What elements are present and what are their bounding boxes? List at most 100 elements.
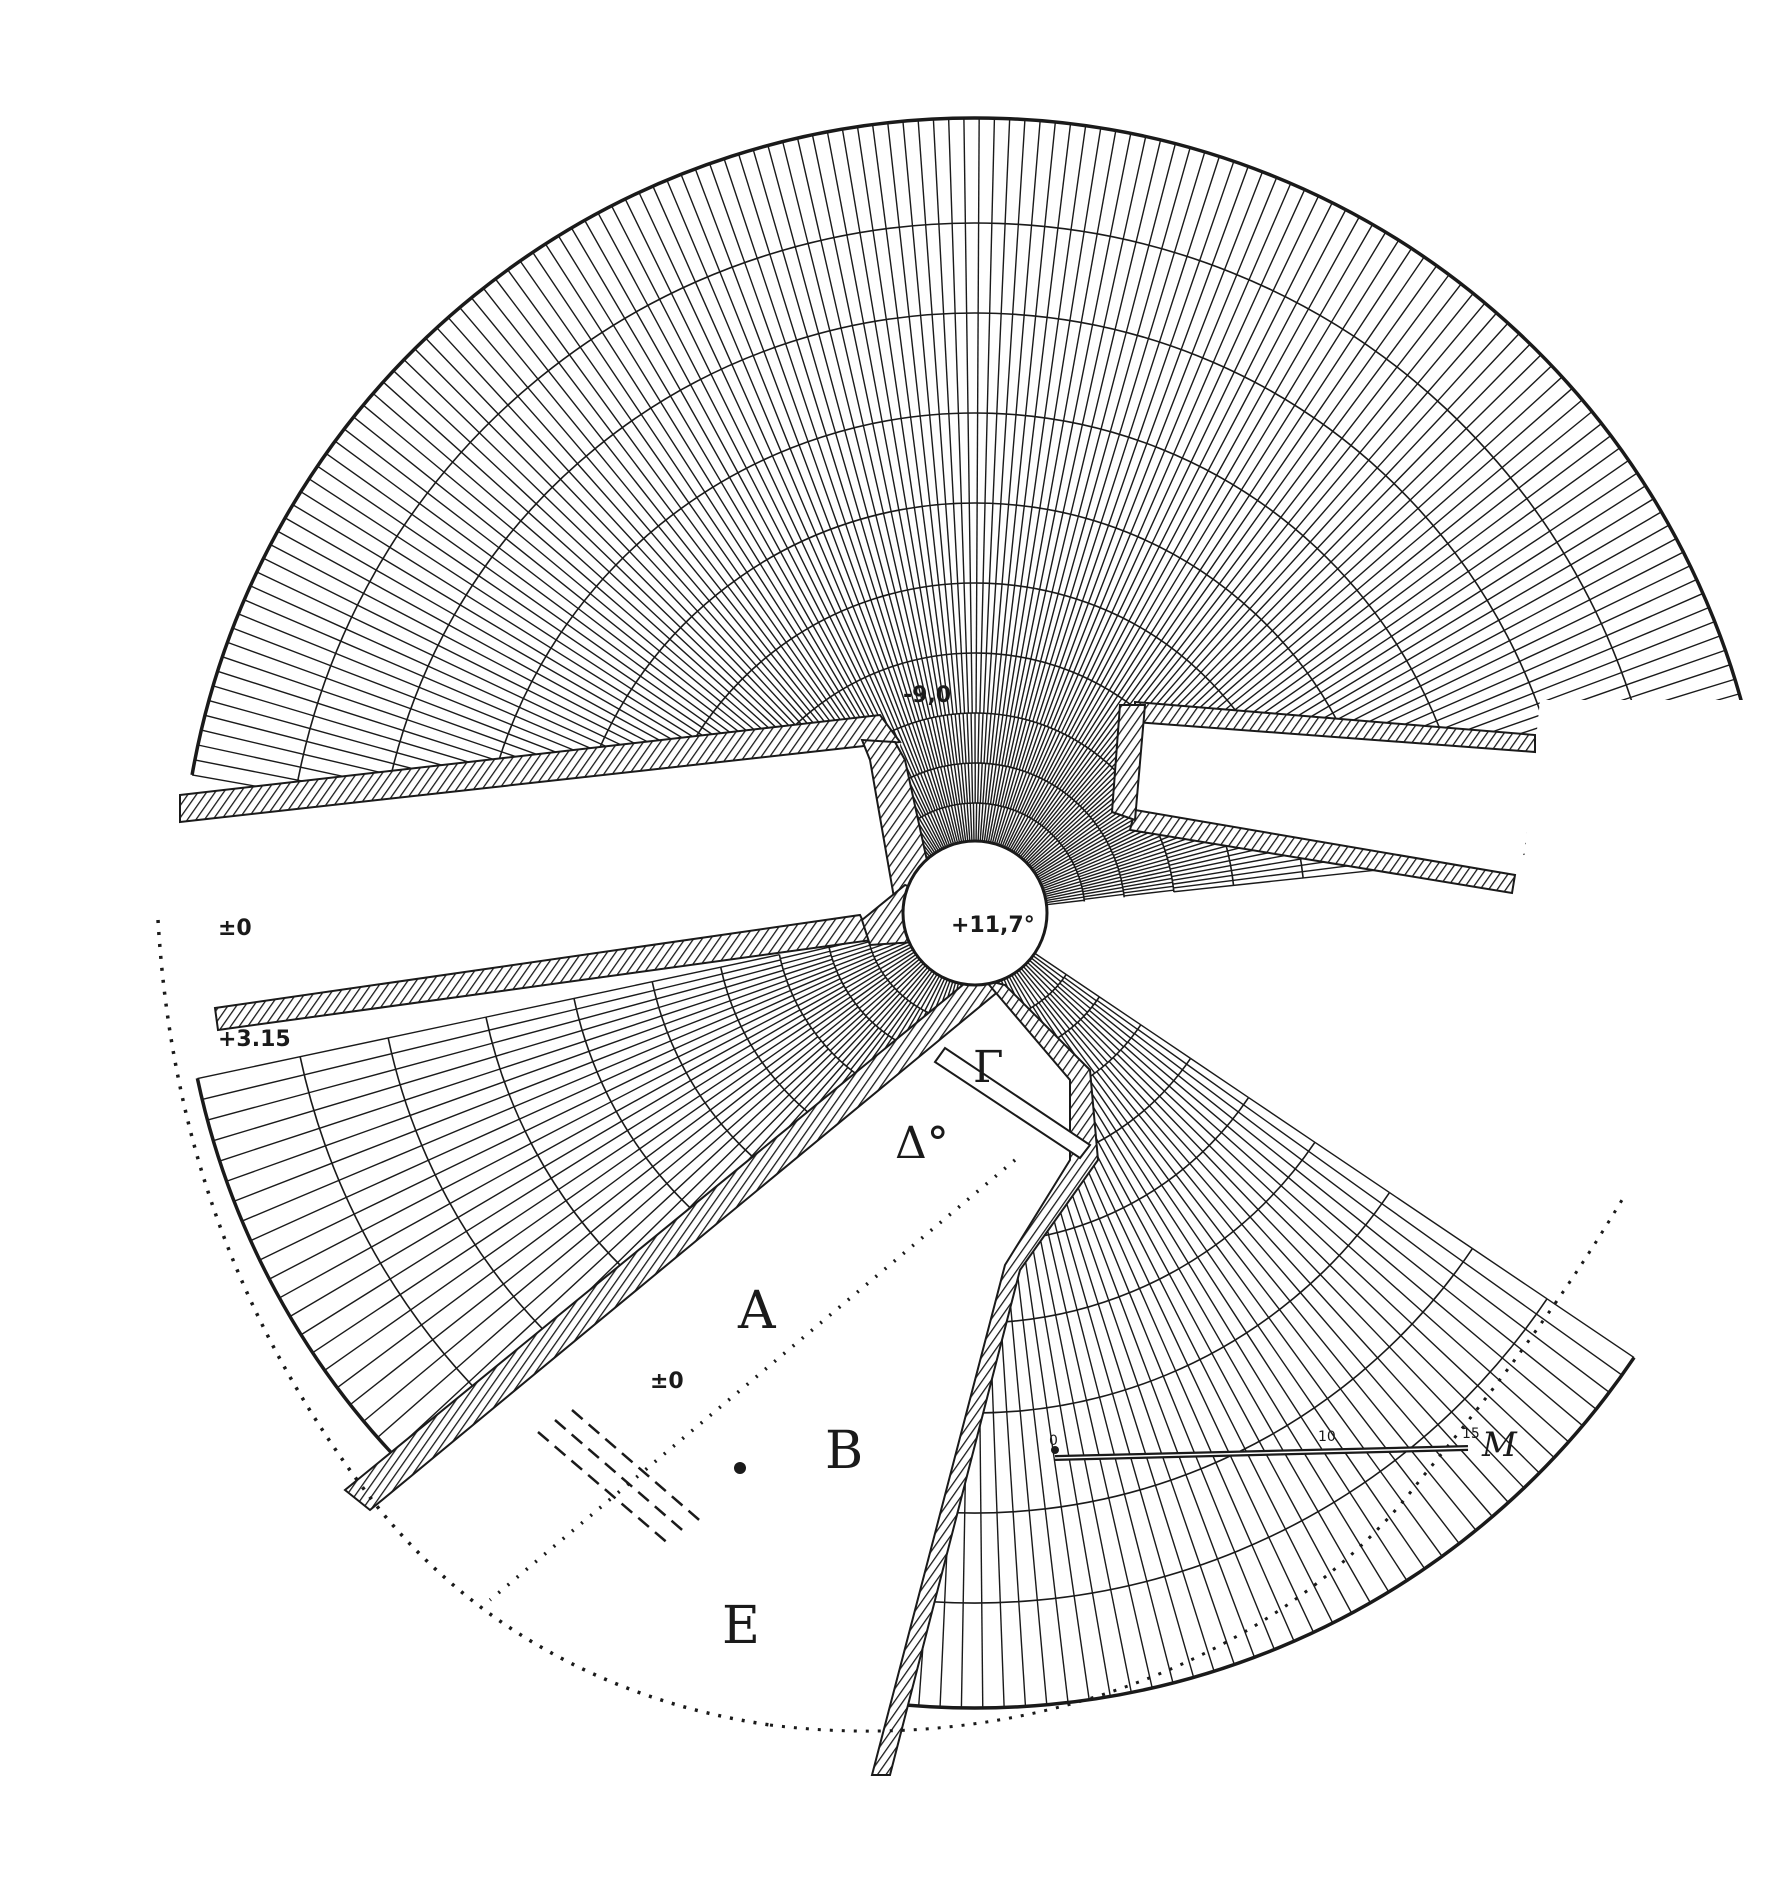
seat-divider <box>1503 587 1584 632</box>
seat-divider <box>1091 236 1111 325</box>
seat-divider <box>622 701 693 745</box>
seat-divider <box>882 951 915 974</box>
seat-divider <box>929 812 947 848</box>
seat-divider <box>555 639 632 690</box>
seat-divider <box>1118 854 1167 871</box>
seat-divider <box>795 339 827 436</box>
seat-divider <box>1396 283 1462 368</box>
seat-divider <box>624 198 673 294</box>
seat-divider <box>1232 864 1302 877</box>
seat-divider <box>1415 629 1505 679</box>
seat-divider <box>590 339 642 415</box>
seat-divider <box>1018 1601 1027 1707</box>
seat-divider <box>1076 1309 1101 1398</box>
seat-divider <box>1411 1323 1479 1387</box>
seat-divider <box>1012 719 1028 769</box>
seat-divider <box>1043 880 1081 894</box>
seat-divider <box>515 715 599 753</box>
seat-divider <box>1453 1274 1526 1330</box>
seat-divider <box>1087 527 1117 604</box>
seat-divider <box>1216 1558 1256 1658</box>
seat-divider <box>1406 292 1474 376</box>
seat-divider <box>649 662 714 713</box>
seat-divider <box>1051 514 1072 593</box>
seat-divider <box>1432 671 1525 713</box>
seat-divider <box>1002 655 1012 716</box>
seat-divider <box>798 444 832 530</box>
seat-divider <box>723 964 783 982</box>
seat-divider <box>1111 539 1146 614</box>
seat-divider <box>919 720 935 769</box>
seat-divider <box>781 950 831 965</box>
seat-divider <box>790 970 837 992</box>
seat-divider <box>1326 1398 1381 1472</box>
seat-divider <box>950 654 958 714</box>
seat-divider <box>1056 985 1088 1013</box>
seat-divider <box>785 641 827 701</box>
seat-divider <box>1054 1314 1075 1404</box>
seat-divider <box>941 807 955 845</box>
seat-divider <box>832 948 872 963</box>
seat-divider <box>1046 420 1065 510</box>
seat-divider <box>876 597 899 665</box>
seat-divider <box>1350 516 1427 584</box>
seat-divider <box>423 675 516 717</box>
seat-divider <box>1260 554 1325 621</box>
seat-divider <box>1287 589 1358 649</box>
seat-divider <box>999 766 1011 807</box>
seat-divider <box>921 816 941 851</box>
seat-divider <box>788 966 836 986</box>
seat-divider <box>380 1216 459 1264</box>
seat-divider <box>503 1221 583 1285</box>
seat-divider <box>885 228 899 319</box>
seat-divider <box>744 262 776 348</box>
seat-divider <box>953 804 963 843</box>
seat-divider <box>841 1024 876 1063</box>
seat-divider <box>1182 1168 1234 1232</box>
seat-divider <box>1424 650 1516 696</box>
seat-divider <box>1075 522 1102 600</box>
seat-divider <box>1136 248 1163 336</box>
seat-divider <box>197 1056 301 1080</box>
seat-divider <box>1195 1157 1251 1218</box>
seat-divider <box>1240 404 1296 491</box>
seat-divider <box>1245 1332 1302 1418</box>
seat-divider <box>954 713 961 764</box>
seat-divider <box>1589 551 1684 601</box>
seat-divider <box>1243 535 1304 605</box>
seat-divider <box>1138 1114 1184 1170</box>
seat-divider <box>931 585 943 656</box>
seat-divider <box>924 976 943 1012</box>
seat-divider <box>1028 782 1050 818</box>
seat-divider <box>474 1188 559 1246</box>
seat-divider <box>667 1006 733 1034</box>
seat-divider <box>1272 1433 1319 1512</box>
seat-divider <box>921 658 935 718</box>
seat-divider <box>669 395 722 483</box>
seat-divider <box>1044 1316 1061 1406</box>
seat-divider <box>925 586 938 656</box>
seat-divider <box>1043 877 1080 892</box>
seat-divider <box>1454 498 1528 554</box>
seat-divider <box>858 982 891 1009</box>
seat-divider <box>1094 1003 1135 1035</box>
seat-divider <box>1077 1021 1113 1060</box>
seat-divider <box>1125 643 1168 702</box>
seat-divider <box>1391 580 1476 637</box>
seat-divider <box>362 1188 443 1232</box>
seat-divider <box>208 699 311 730</box>
seat-divider <box>1226 1125 1289 1178</box>
seat-divider <box>1022 965 1050 996</box>
seat-divider <box>346 1159 429 1199</box>
seat-divider <box>1065 1230 1089 1308</box>
seat-divider <box>1121 640 1163 699</box>
seat-divider <box>752 149 784 251</box>
seat-divider <box>980 583 984 654</box>
seat-divider <box>1045 893 1084 902</box>
seat-divider <box>1138 1198 1180 1270</box>
seat-divider <box>831 944 871 958</box>
seat-divider <box>1063 752 1095 793</box>
seat-divider <box>1016 774 1034 812</box>
seat-divider <box>1128 1585 1153 1689</box>
seat-divider <box>1172 362 1214 455</box>
